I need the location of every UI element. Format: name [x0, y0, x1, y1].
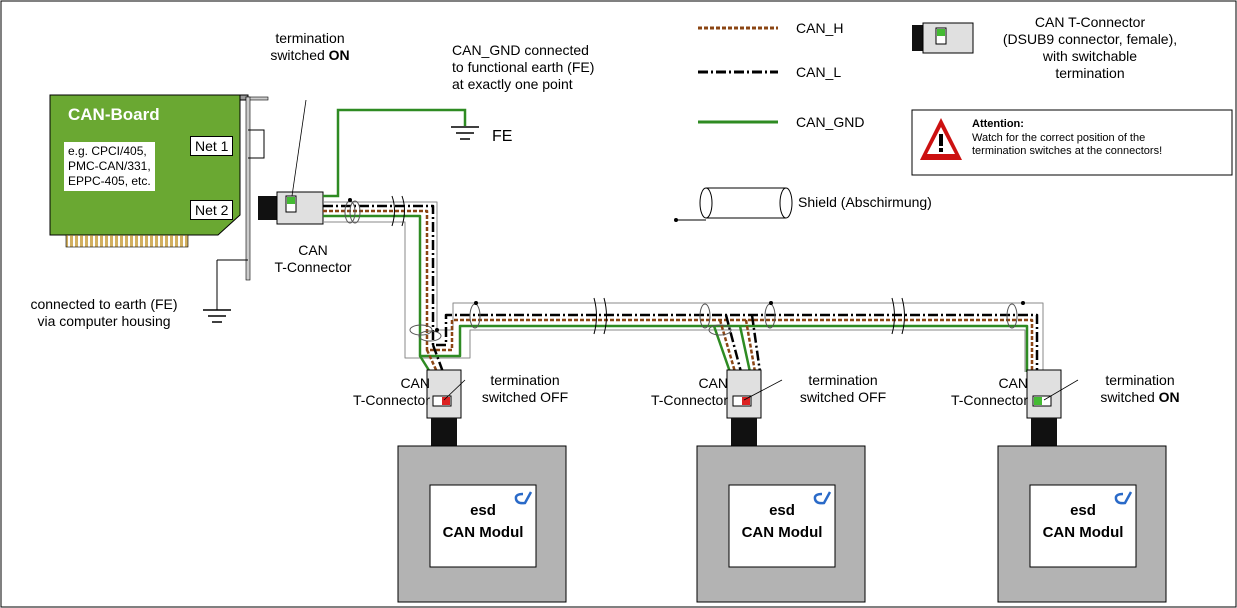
node3-termination-label: termination switched ON [1090, 372, 1190, 406]
can-bus-cable [323, 195, 1044, 373]
node3-connector-label: CAN T-Connector [918, 375, 1028, 409]
fe-label: FE [492, 128, 513, 145]
board-title: CAN-Board [68, 105, 160, 124]
top-termination-label: termination switched ON [265, 30, 355, 64]
top-termination-line-1: termination [275, 30, 345, 46]
node3-module-label: esd CAN Modul [1030, 500, 1136, 544]
attention-box [911, 109, 1233, 176]
node1-module-label: esd CAN Modul [430, 500, 536, 544]
can-gnd-note-2: to functional earth (FE) [452, 59, 595, 75]
can-gnd-note-1: CAN_GND connected [452, 42, 589, 58]
node-2 [696, 369, 866, 603]
node3-connector-line-2: T-Connector [950, 392, 1028, 408]
node3-termination-line-2: switched ON [1090, 389, 1190, 406]
esd-logo-icon [514, 491, 1133, 505]
can-gnd-note: CAN_GND connected to functional earth (F… [452, 42, 594, 93]
t-connector-top [276, 99, 324, 225]
node1-connector-line-1: CAN [400, 375, 430, 391]
attention-text-2: termination switches at the connectors! [972, 145, 1163, 157]
board-earth-note: connected to earth (FE) via computer hou… [14, 296, 194, 330]
top-tconnector-label: CAN T-Connector [258, 242, 368, 276]
node2-connector-line-2: T-Connector [650, 392, 728, 408]
board-earth-line-1: connected to earth (FE) [30, 296, 178, 312]
node1-module-name: CAN Modul [442, 524, 524, 541]
legend-connector-line-2: (DSUB9 connector, female), [1002, 31, 1178, 47]
top-termination-line-2: switched ON [265, 47, 355, 64]
node1-termination-line-1: termination [490, 372, 560, 388]
legend-can-gnd: CAN_GND [796, 114, 865, 130]
node2-module-name: CAN Modul [741, 524, 823, 541]
node2-termination-line-2: switched OFF [799, 389, 887, 405]
board-earth-line-2: via computer housing [37, 313, 171, 329]
node1-connector-line-2: T-Connector [352, 392, 430, 408]
can-board [49, 94, 278, 323]
node3-termination-line-1: termination [1105, 372, 1175, 388]
top-tconnector-line-2: T-Connector [274, 259, 352, 275]
top-tconnector-line-1: CAN [298, 242, 328, 258]
node1-termination-line-2: switched OFF [481, 389, 569, 405]
node3-termination-text: switched [1100, 389, 1159, 405]
legend-connector-line-1: CAN T-Connector [1034, 14, 1146, 30]
node3-module-name: CAN Modul [1042, 524, 1124, 541]
node-1 [397, 369, 567, 603]
legend-connector-desc: CAN T-Connector (DSUB9 connector, female… [980, 14, 1200, 82]
node2-termination-label: termination switched OFF [788, 372, 898, 406]
legend-can-h: CAN_H [796, 20, 844, 36]
legend-connector-line-4: termination [1055, 65, 1125, 81]
node3-termination-state: ON [1158, 389, 1180, 405]
node-3 [997, 369, 1167, 603]
board-example-1: e.g. CPCI/405, [68, 144, 147, 158]
can-gnd-note-3: at exactly one point [452, 76, 573, 92]
board-example-2: PMC-CAN/331, [68, 159, 151, 173]
legend-shield: Shield (Abschirmung) [798, 194, 932, 210]
net1-label: Net 1 [190, 136, 234, 156]
node1-connector-label: CAN T-Connector [330, 375, 430, 409]
legend-can-l: CAN_L [796, 64, 842, 80]
attention-title: Attention: [972, 118, 1024, 130]
legend [674, 22, 974, 222]
node2-connector-label: CAN T-Connector [618, 375, 728, 409]
node2-module-brand: esd [769, 502, 795, 519]
top-termination-state: ON [328, 47, 350, 63]
board-example-3: EPPC-405, etc. [68, 174, 151, 188]
attention-text: Watch for the correct position of the te… [972, 132, 1162, 158]
node1-module-brand: esd [470, 502, 496, 519]
node2-module-label: esd CAN Modul [729, 500, 835, 544]
board-examples: e.g. CPCI/405, PMC-CAN/331, EPPC-405, et… [64, 142, 155, 191]
node3-connector-line-1: CAN [998, 375, 1028, 391]
attention-text-1: Watch for the correct position of the [972, 132, 1146, 144]
top-termination-text: switched [270, 47, 329, 63]
node2-connector-line-1: CAN [698, 375, 728, 391]
legend-connector-line-3: with switchable [1042, 48, 1138, 64]
net2-label: Net 2 [190, 200, 234, 220]
node1-termination-label: termination switched OFF [470, 372, 580, 406]
node3-module-brand: esd [1070, 502, 1096, 519]
fe-ground-symbol [451, 126, 479, 140]
node2-termination-line-1: termination [808, 372, 878, 388]
